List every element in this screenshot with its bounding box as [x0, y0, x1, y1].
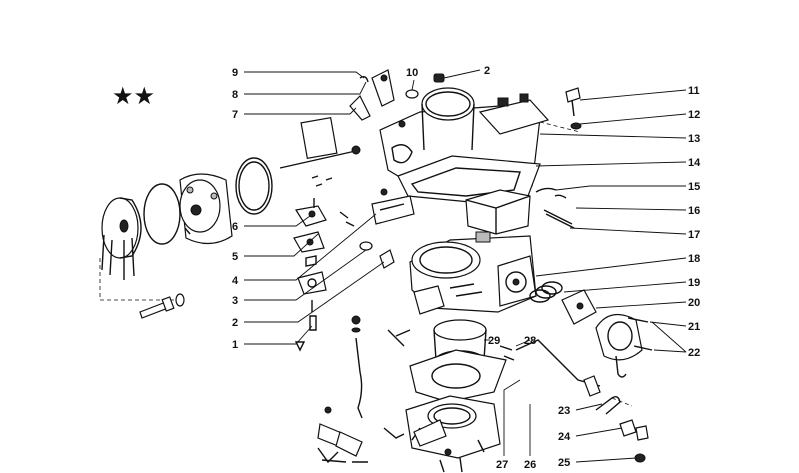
callout-13: 13 — [688, 133, 700, 145]
control-rod — [355, 337, 363, 419]
spring — [529, 281, 563, 303]
callout-18: 18 — [688, 253, 700, 265]
callout-27: 27 — [496, 459, 508, 471]
jet — [619, 419, 637, 437]
callout-15: 15 — [688, 181, 700, 193]
callout-19: 19 — [688, 277, 700, 289]
callout-2-top: 2 — [484, 65, 490, 77]
callout-10: 10 — [406, 67, 418, 79]
callout-3: 3 — [232, 295, 238, 307]
callout-29: 29 — [488, 335, 500, 347]
float — [465, 187, 557, 235]
o-ring — [143, 183, 181, 245]
screws-28 — [499, 345, 515, 361]
throttle-linkage — [349, 69, 445, 121]
callout-20: 20 — [688, 297, 700, 309]
callout-16: 16 — [688, 205, 700, 217]
base-gasket — [409, 349, 507, 403]
callout-labels: 9 8 7 10 2 11 12 13 14 15 16 17 18 19 20… — [232, 65, 701, 471]
diaphragm-ring — [235, 157, 273, 215]
carburetor-main-body — [409, 231, 537, 315]
float-bowl-parts — [293, 188, 415, 352]
callout-25: 25 — [558, 457, 570, 469]
callout-21: 21 — [688, 321, 700, 333]
throttle-shaft — [279, 149, 361, 169]
throttle-base — [405, 395, 501, 459]
callout-9: 9 — [232, 67, 238, 79]
callout-2: 2 — [232, 317, 238, 329]
callout-11: 11 — [688, 85, 700, 97]
callout-28: 28 — [524, 335, 536, 347]
callout-24: 24 — [558, 431, 571, 443]
pump-cover-small — [595, 313, 643, 378]
callout-12: 12 — [688, 109, 700, 121]
callout-6: 6 — [232, 221, 238, 233]
float-cover-plate — [300, 116, 338, 160]
callout-26: 26 — [524, 459, 536, 471]
callout-1: 1 — [232, 339, 238, 351]
callout-14: 14 — [688, 157, 701, 169]
callout-17: 17 — [688, 229, 700, 241]
pump-cover — [99, 197, 178, 301]
callout-23: 23 — [558, 405, 570, 417]
callout-8: 8 — [232, 89, 238, 101]
parts-drawing — [99, 69, 653, 473]
double-star-marker: ★★ — [112, 82, 155, 110]
callout-7: 7 — [232, 109, 238, 121]
diaphragm-housing — [179, 173, 233, 245]
callout-22: 22 — [688, 347, 700, 359]
screw — [565, 87, 581, 103]
bolt-washer — [139, 293, 185, 319]
callout-5: 5 — [232, 251, 238, 263]
float-pin — [543, 209, 573, 225]
callout-4: 4 — [232, 275, 239, 287]
adjusting-screw — [595, 395, 621, 415]
bent-rod — [554, 194, 567, 199]
callout-lines — [244, 69, 687, 463]
